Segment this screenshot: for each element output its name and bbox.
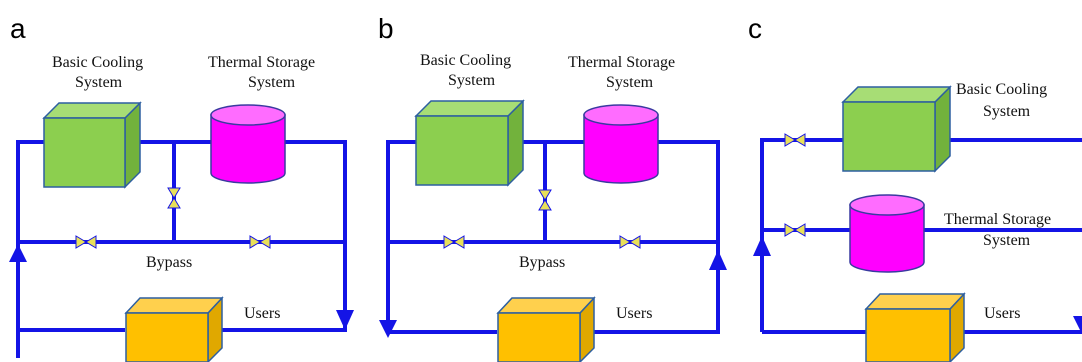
panel-b-thermal-storage-label-2: System <box>606 74 654 91</box>
panel-b-thermal-storage-label-1: Thermal Storage <box>568 54 675 71</box>
panel-c-letter: c <box>748 13 762 44</box>
panel-b-down-arrow <box>379 320 397 338</box>
panel-b-up-arrow <box>709 250 727 270</box>
panel-c-users-label: Users <box>984 305 1020 322</box>
panel-a: a Basic Cooling <box>9 13 354 362</box>
panel-a-thermal-storage-label-2: System <box>248 74 296 91</box>
panel-a-letter: a <box>10 13 26 44</box>
panel-a-basic-cooling-label-2: System <box>75 74 123 91</box>
panel-a-down-arrow <box>336 310 354 330</box>
panel-c-basic-cooling-label-2: System <box>983 103 1031 120</box>
panel-b-thermal-storage-tank <box>583 104 659 184</box>
panel-a-thermal-storage-tank <box>210 104 286 184</box>
panel-b: b Basic Cooling System <box>378 13 727 362</box>
panel-c-thermal-storage-label-2: System <box>983 232 1031 249</box>
panel-b-bypass-label: Bypass <box>519 254 565 271</box>
panel-b-main-loop-pipe <box>386 140 720 320</box>
panel-a-up-arrow <box>9 244 27 262</box>
panel-c-left-vertical-pipe <box>760 138 845 332</box>
panel-b-basic-cooling-label-1: Basic Cooling <box>420 52 511 69</box>
panel-a-thermal-storage-label-1: Thermal Storage <box>208 54 315 71</box>
panel-b-users-cube <box>496 296 596 362</box>
panel-a-bypass-label: Bypass <box>146 254 192 271</box>
panel-c-down-arrow-partial <box>1073 316 1082 334</box>
panel-b-bypass-valve-right <box>619 235 641 249</box>
panel-c-thermal-storage-tank <box>849 194 925 273</box>
panel-a-basic-cooling-cube <box>42 101 142 189</box>
panel-a-users-cube <box>124 296 224 362</box>
panel-b-bypass-valve-left <box>443 235 465 249</box>
panel-c-pipes <box>760 138 1082 334</box>
panel-a-users-right-pipe <box>220 318 347 332</box>
panel-c-thermal-storage-label-1: Thermal Storage <box>944 211 1051 228</box>
panel-b-letter: b <box>378 13 394 44</box>
panel-b-basic-cooling-cube <box>414 99 525 187</box>
panel-c-users-cube <box>864 292 966 362</box>
panel-c-basic-cooling-cube <box>841 85 952 173</box>
panel-a-bypass-valve-left <box>75 235 97 249</box>
panel-c-up-arrow <box>753 236 771 256</box>
panel-c-middle-valve <box>784 223 806 237</box>
panel-b-basic-cooling-label-2: System <box>448 72 496 89</box>
panel-c-basic-cooling-label-1: Basic Cooling <box>956 81 1047 98</box>
panel-a-vertical-valve <box>167 187 181 209</box>
panel-c: c Basic Cooling System <box>748 13 1082 362</box>
panel-a-bypass-valve-right <box>249 235 271 249</box>
panel-a-basic-cooling-label-1: Basic Cooling <box>52 54 143 71</box>
panel-a-users-label: Users <box>244 305 280 322</box>
panel-c-top-valve <box>784 133 806 147</box>
panel-b-users-right-pipe <box>594 270 720 334</box>
panel-b-users-label: Users <box>616 305 652 322</box>
panel-b-vertical-valve <box>538 189 552 211</box>
